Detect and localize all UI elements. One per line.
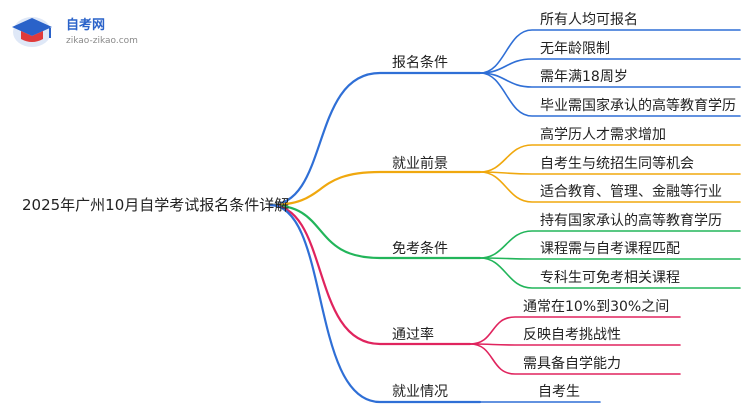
leaf-connector	[479, 144, 741, 173]
leaf-pass-rate-2: 反映自考挑战性	[523, 327, 621, 343]
branch-employment-status: 就业情况	[392, 384, 448, 400]
leaf-connector	[469, 343, 681, 346]
leaf-registration-2: 无年龄限制	[540, 41, 610, 57]
leaf-connector	[479, 230, 741, 259]
branch-registration: 报名条件	[392, 55, 448, 71]
logo-url: zikao-zikao.com	[66, 36, 138, 46]
branch-connector	[268, 170, 482, 207]
leaf-exemption-1: 持有国家承认的高等教育学历	[540, 213, 722, 229]
leaf-connector	[479, 171, 741, 203]
leaf-exemption-2: 课程需与自考课程匹配	[540, 241, 680, 257]
leaf-connector	[479, 58, 741, 74]
leaf-connector	[469, 316, 681, 345]
leaf-registration-4: 毕业需国家承认的高等教育学历	[540, 98, 736, 114]
leaf-pass-rate-3: 需具备自学能力	[523, 356, 621, 372]
branch-connector	[268, 203, 472, 346]
branch-exemption: 免考条件	[392, 241, 448, 257]
site-logo: 自考网 zikao-zikao.com	[10, 10, 140, 54]
root-topic: 2025年广州10月自学考试报名条件详解	[22, 196, 290, 214]
leaf-connector	[479, 72, 741, 88]
leaf-registration-3: 需年满18周岁	[540, 69, 628, 85]
leaf-connector	[479, 257, 741, 289]
leaf-connector	[479, 257, 741, 260]
leaf-registration-1: 所有人均可报名	[540, 12, 638, 28]
leaf-connector	[469, 343, 681, 375]
leaf-prospects-1: 高学历人才需求增加	[540, 127, 666, 143]
branch-connector	[268, 203, 482, 404]
leaf-prospects-2: 自考生与统招生同等机会	[540, 156, 694, 172]
leaf-prospects-3: 适合教育、管理、金融等行业	[540, 184, 722, 200]
logo-title: 自考网	[66, 18, 106, 33]
branch-employment-prospects: 就业前景	[392, 156, 448, 172]
leaf-connector	[479, 29, 741, 74]
leaf-exemption-3: 专科生可免考相关课程	[540, 270, 680, 286]
leaf-employment-status-1: 自考生	[538, 384, 580, 400]
branch-connector	[268, 71, 482, 207]
leaf-connector	[479, 72, 741, 117]
branch-connector	[268, 203, 482, 260]
graduation-cap-icon	[12, 17, 52, 47]
leaf-pass-rate-1: 通常在10%到30%之间	[523, 299, 670, 315]
branch-pass-rate: 通过率	[392, 327, 434, 343]
